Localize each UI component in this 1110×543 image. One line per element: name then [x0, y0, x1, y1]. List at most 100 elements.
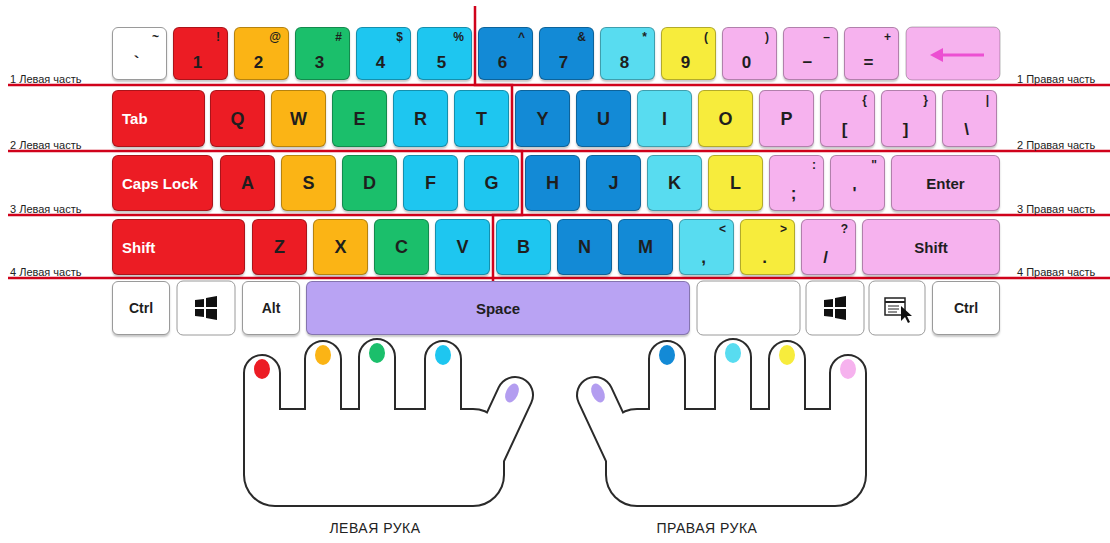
keyboard-key: X [313, 219, 368, 275]
keyboard-key: G [464, 155, 519, 211]
keyboard-key: &7 [539, 27, 594, 80]
key-label: Tab [122, 109, 148, 128]
key-label: A [241, 172, 254, 194]
keyboard-key: C [374, 219, 429, 275]
key-label: / [823, 248, 828, 268]
keyboard-key: S [281, 155, 336, 211]
key-label: L [730, 172, 741, 194]
keyboard-key: Shift [112, 219, 245, 275]
key-label: & [577, 31, 586, 44]
key-label: ^ [518, 31, 525, 44]
keyboard-key: Q [210, 90, 265, 147]
key-label: ` [134, 53, 140, 73]
key-label: X [334, 236, 346, 258]
key-label: + [884, 31, 891, 44]
keyboard-key: P [759, 90, 814, 147]
key-label: B [517, 236, 530, 258]
key-label: 9 [681, 53, 690, 73]
keyboard-key: #3 [295, 27, 350, 80]
row-label: 4 Правая часть [1017, 262, 1109, 280]
key-label: , [701, 248, 706, 268]
keyboard-key: V [435, 219, 490, 275]
key-label: \ [964, 120, 969, 140]
windows-key [806, 281, 864, 335]
row-label: 1 Правая часть [1017, 69, 1109, 87]
key-label: – [823, 31, 830, 44]
key-label: N [578, 236, 591, 258]
keyboard-key: J [586, 155, 641, 211]
key-label: 0 [742, 53, 751, 73]
keyboard-key: :; [769, 155, 824, 211]
keyboard-key: R [393, 90, 448, 147]
keyboard-key: Space [306, 281, 690, 335]
keyboard-key: %5 [417, 27, 472, 80]
key-label: − [803, 53, 813, 73]
key-label: % [453, 31, 464, 44]
windows-key [177, 281, 235, 335]
key-label: ; [791, 184, 797, 204]
keyboard-key: ?/ [801, 219, 856, 275]
text-label: ЛЕВАЯ РУКА [329, 520, 420, 536]
key-label: = [864, 53, 874, 73]
key-label: $ [396, 31, 403, 44]
key-label: J [608, 172, 618, 194]
key-label: : [812, 159, 816, 172]
row-label: ЛЕВАЯ РУКА [275, 519, 475, 537]
row-label: 3 Левая часть [10, 199, 110, 217]
blank-key [697, 281, 800, 335]
key-label: 8 [620, 53, 629, 73]
keyboard-key: {[ [820, 90, 875, 147]
key-label: { [862, 94, 867, 107]
key-label: # [335, 31, 342, 44]
key-label: Alt [262, 299, 281, 318]
keyboard-key: H [525, 155, 580, 211]
keyboard-key: "' [830, 155, 885, 211]
keyboard-key: Caps Lock [112, 155, 213, 211]
key-label: ? [841, 223, 848, 236]
key-label: F [425, 172, 436, 194]
key-label: * [642, 31, 647, 44]
key-label: V [456, 236, 468, 258]
text-label: 4 Левая часть [10, 266, 81, 278]
key-label: Shift [122, 238, 155, 257]
key-label: E [353, 108, 365, 130]
key-label: ' [852, 184, 856, 204]
key-label: 2 [254, 53, 263, 73]
keyboard-key: )0 [722, 27, 777, 80]
keyboard-key: I [637, 90, 692, 147]
row-label: 1 Левая часть [10, 69, 110, 87]
keyboard-key: >. [740, 219, 795, 275]
keyboard-key: ^6 [478, 27, 533, 80]
key-label: ~ [152, 31, 159, 44]
key-label: ] [903, 120, 909, 140]
keyboard-key: M [618, 219, 673, 275]
left-hand [245, 340, 538, 505]
key-label: Z [274, 236, 285, 258]
text-label: 2 Правая часть [1017, 139, 1095, 151]
text-label: 3 Левая часть [10, 203, 81, 215]
key-label: W [290, 108, 307, 130]
keyboard-key: !1 [173, 27, 228, 80]
row-divider [8, 6, 1110, 300]
text-label: 2 Левая часть [10, 139, 81, 151]
key-label: K [668, 172, 681, 194]
text-label: 4 Правая часть [1017, 266, 1095, 278]
keyboard-key: –− [783, 27, 838, 80]
menu-key [869, 281, 925, 335]
keyboard-key: <, [679, 219, 734, 275]
keyboard-key: B [496, 219, 551, 275]
keyboard-key: K [647, 155, 702, 211]
keyboard-key: D [342, 155, 397, 211]
keyboard-key: Tab [112, 90, 205, 147]
keyboard-key: (9 [661, 27, 716, 80]
keyboard-key: N [557, 219, 612, 275]
keyboard-key: }] [881, 90, 936, 147]
keyboard-key: *8 [600, 27, 655, 80]
key-label: U [597, 108, 610, 130]
key-label: R [414, 108, 427, 130]
key-label: T [476, 108, 487, 130]
key-label: Q [230, 108, 244, 130]
text-label: 1 Левая часть [10, 73, 81, 85]
key-label: S [302, 172, 314, 194]
